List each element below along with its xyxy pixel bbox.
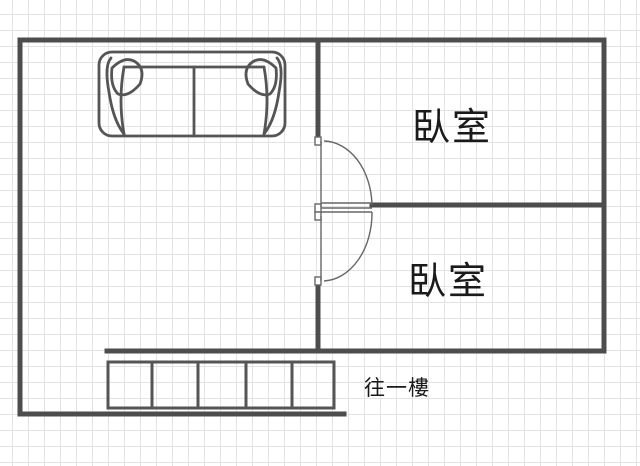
stair-step bbox=[196, 360, 248, 410]
stairs-label: 往一樓 bbox=[364, 376, 430, 400]
staircase[interactable] bbox=[106, 360, 336, 410]
door-bedroom-1[interactable] bbox=[314, 136, 373, 213]
stair-step bbox=[106, 360, 154, 410]
stair-step bbox=[290, 360, 336, 410]
door-bedroom-2[interactable] bbox=[314, 211, 373, 286]
stair-step bbox=[244, 360, 294, 410]
bedroom-label: 臥室 bbox=[412, 105, 493, 149]
stair-step bbox=[150, 360, 200, 410]
sofa-icon bbox=[97, 50, 287, 138]
bedroom-label: 臥室 bbox=[408, 259, 489, 303]
